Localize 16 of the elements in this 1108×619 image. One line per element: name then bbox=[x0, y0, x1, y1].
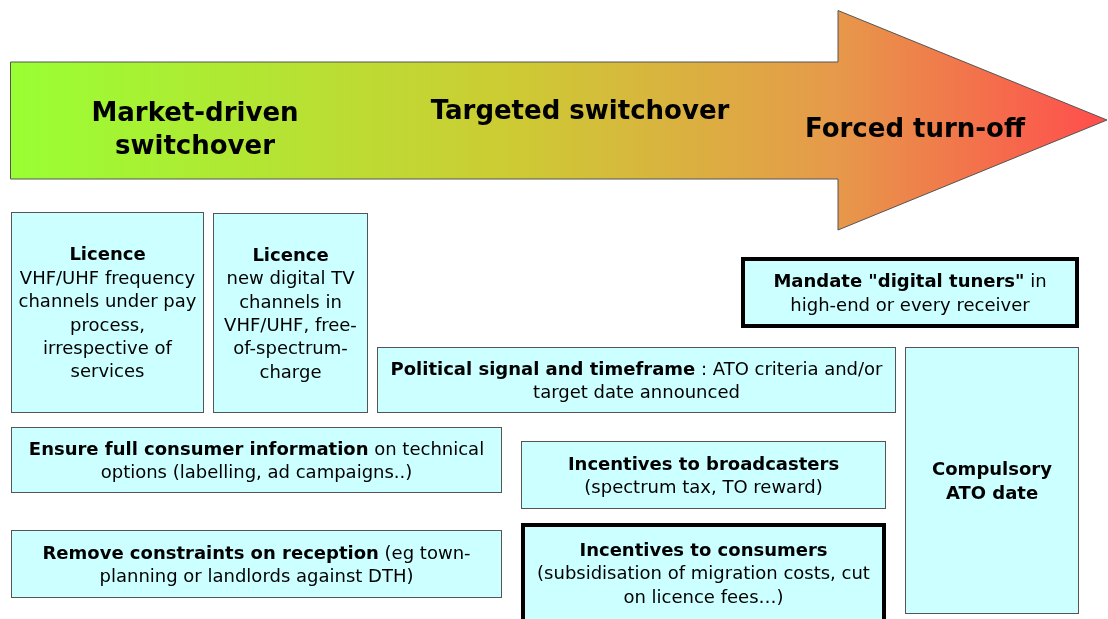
box-text: Ensure full consumer information on technical options (labelling, ad campaigns..) bbox=[27, 436, 486, 484]
box-text: VHF/UHF frequency channels under pay process, irrespective of services bbox=[18, 265, 197, 383]
box-text: (spectrum tax, TO reward) bbox=[584, 475, 823, 499]
box-heading: Incentives to broadcasters bbox=[567, 451, 840, 475]
box-text: Mandate "digital tuners" in high-end or every receiver bbox=[772, 269, 1048, 316]
box-text: Compulsory ATO date bbox=[931, 457, 1053, 504]
phase-label: Forced turn-off bbox=[803, 111, 1027, 145]
phase-label: Targeted switchover bbox=[430, 93, 730, 127]
box-heading: Incentives to consumers bbox=[579, 537, 828, 562]
box-heading: Licence bbox=[69, 242, 146, 266]
box-text: (subsidisation of migration costs, cut on licence fees…) bbox=[536, 561, 871, 609]
box-text: Remove constraints on reception (eg town-planning or landlords against DTH) bbox=[41, 540, 472, 588]
box-heading: Licence bbox=[252, 242, 329, 267]
box-text: new digital TV channels in VHF/UHF, free-of-spectrum-charge bbox=[223, 266, 358, 384]
box-text: Political signal and timeframe : ATO criteria and/or target date announced bbox=[389, 356, 884, 404]
phase-label: Market-driven switchover bbox=[90, 95, 300, 161]
